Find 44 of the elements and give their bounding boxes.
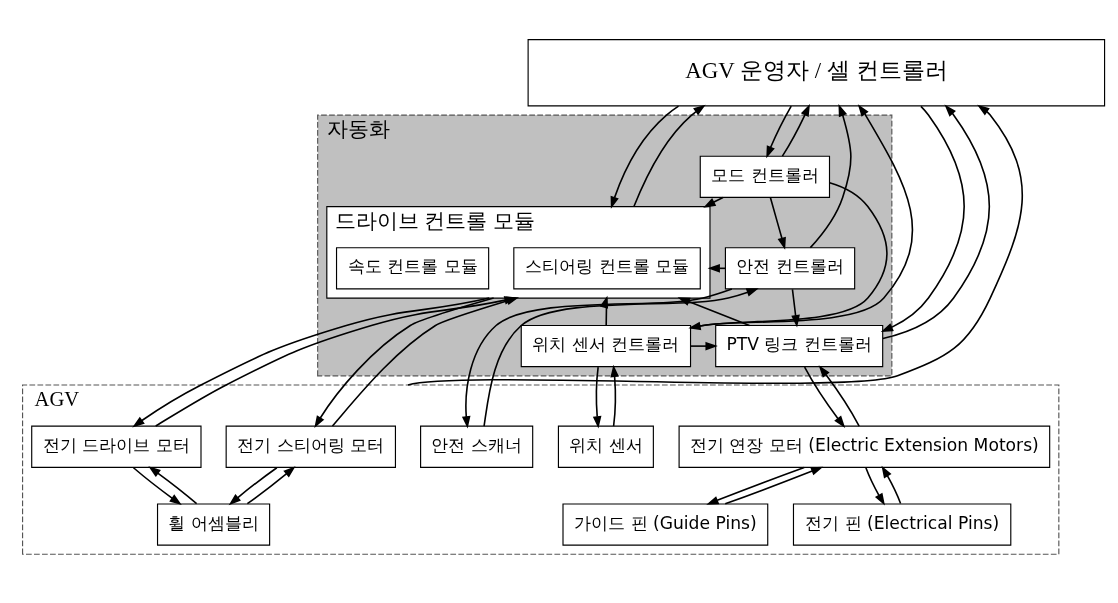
node-box: 모드 컨트롤러	[699, 155, 831, 198]
arrow	[818, 365, 860, 427]
node-box: 속도 컨트롤 모듈	[335, 247, 490, 290]
arrow	[407, 104, 1023, 386]
arrow	[865, 466, 885, 506]
node-box: 안전 스캐너	[420, 425, 534, 468]
arrow	[803, 366, 846, 428]
node-box: 위치 센서 컨트롤러	[520, 324, 692, 368]
node-box: 전기 스티어링 모터	[225, 425, 396, 468]
arrow	[881, 465, 902, 505]
node-box: 스티어링 컨트롤 모듈	[513, 247, 701, 290]
arrow	[706, 466, 806, 505]
arrow	[610, 364, 619, 427]
arrow	[724, 466, 824, 505]
arrow	[703, 196, 724, 208]
node-box: 전기 연장 모터 (Electric Extension Motors)	[678, 425, 1051, 468]
arrow	[132, 466, 182, 506]
arrow	[246, 466, 296, 505]
node-box: 안전 컨트롤러	[724, 247, 856, 290]
node-box: 전기 핀 (Electrical Pins)	[792, 503, 1012, 546]
arrow	[461, 288, 733, 429]
arrow	[781, 103, 810, 157]
node-box: 위치 센서	[557, 425, 654, 468]
arrow	[633, 104, 706, 208]
arrow	[314, 297, 495, 429]
arrow	[228, 466, 278, 506]
arrow	[689, 104, 914, 329]
arrow	[592, 366, 602, 429]
arrow	[610, 105, 680, 209]
arrow	[809, 104, 852, 249]
node-box: 휠 어셈블리	[156, 503, 271, 546]
arrow	[688, 181, 888, 331]
node-box: AGV 운영자 / 셀 컨트롤러	[527, 39, 1106, 107]
node-box: 가이드 핀 (Guide Pins)	[562, 503, 769, 546]
arrow	[880, 105, 965, 333]
arrow	[483, 288, 759, 427]
node-box: 전기 드라이브 모터	[31, 425, 202, 468]
arrow	[882, 104, 991, 340]
arrow	[766, 105, 792, 159]
arrow	[769, 196, 786, 250]
arrow	[791, 288, 800, 328]
node-box: PTV 링크 컨트롤러	[715, 324, 884, 368]
arrow	[148, 466, 198, 505]
arrow	[690, 341, 718, 351]
